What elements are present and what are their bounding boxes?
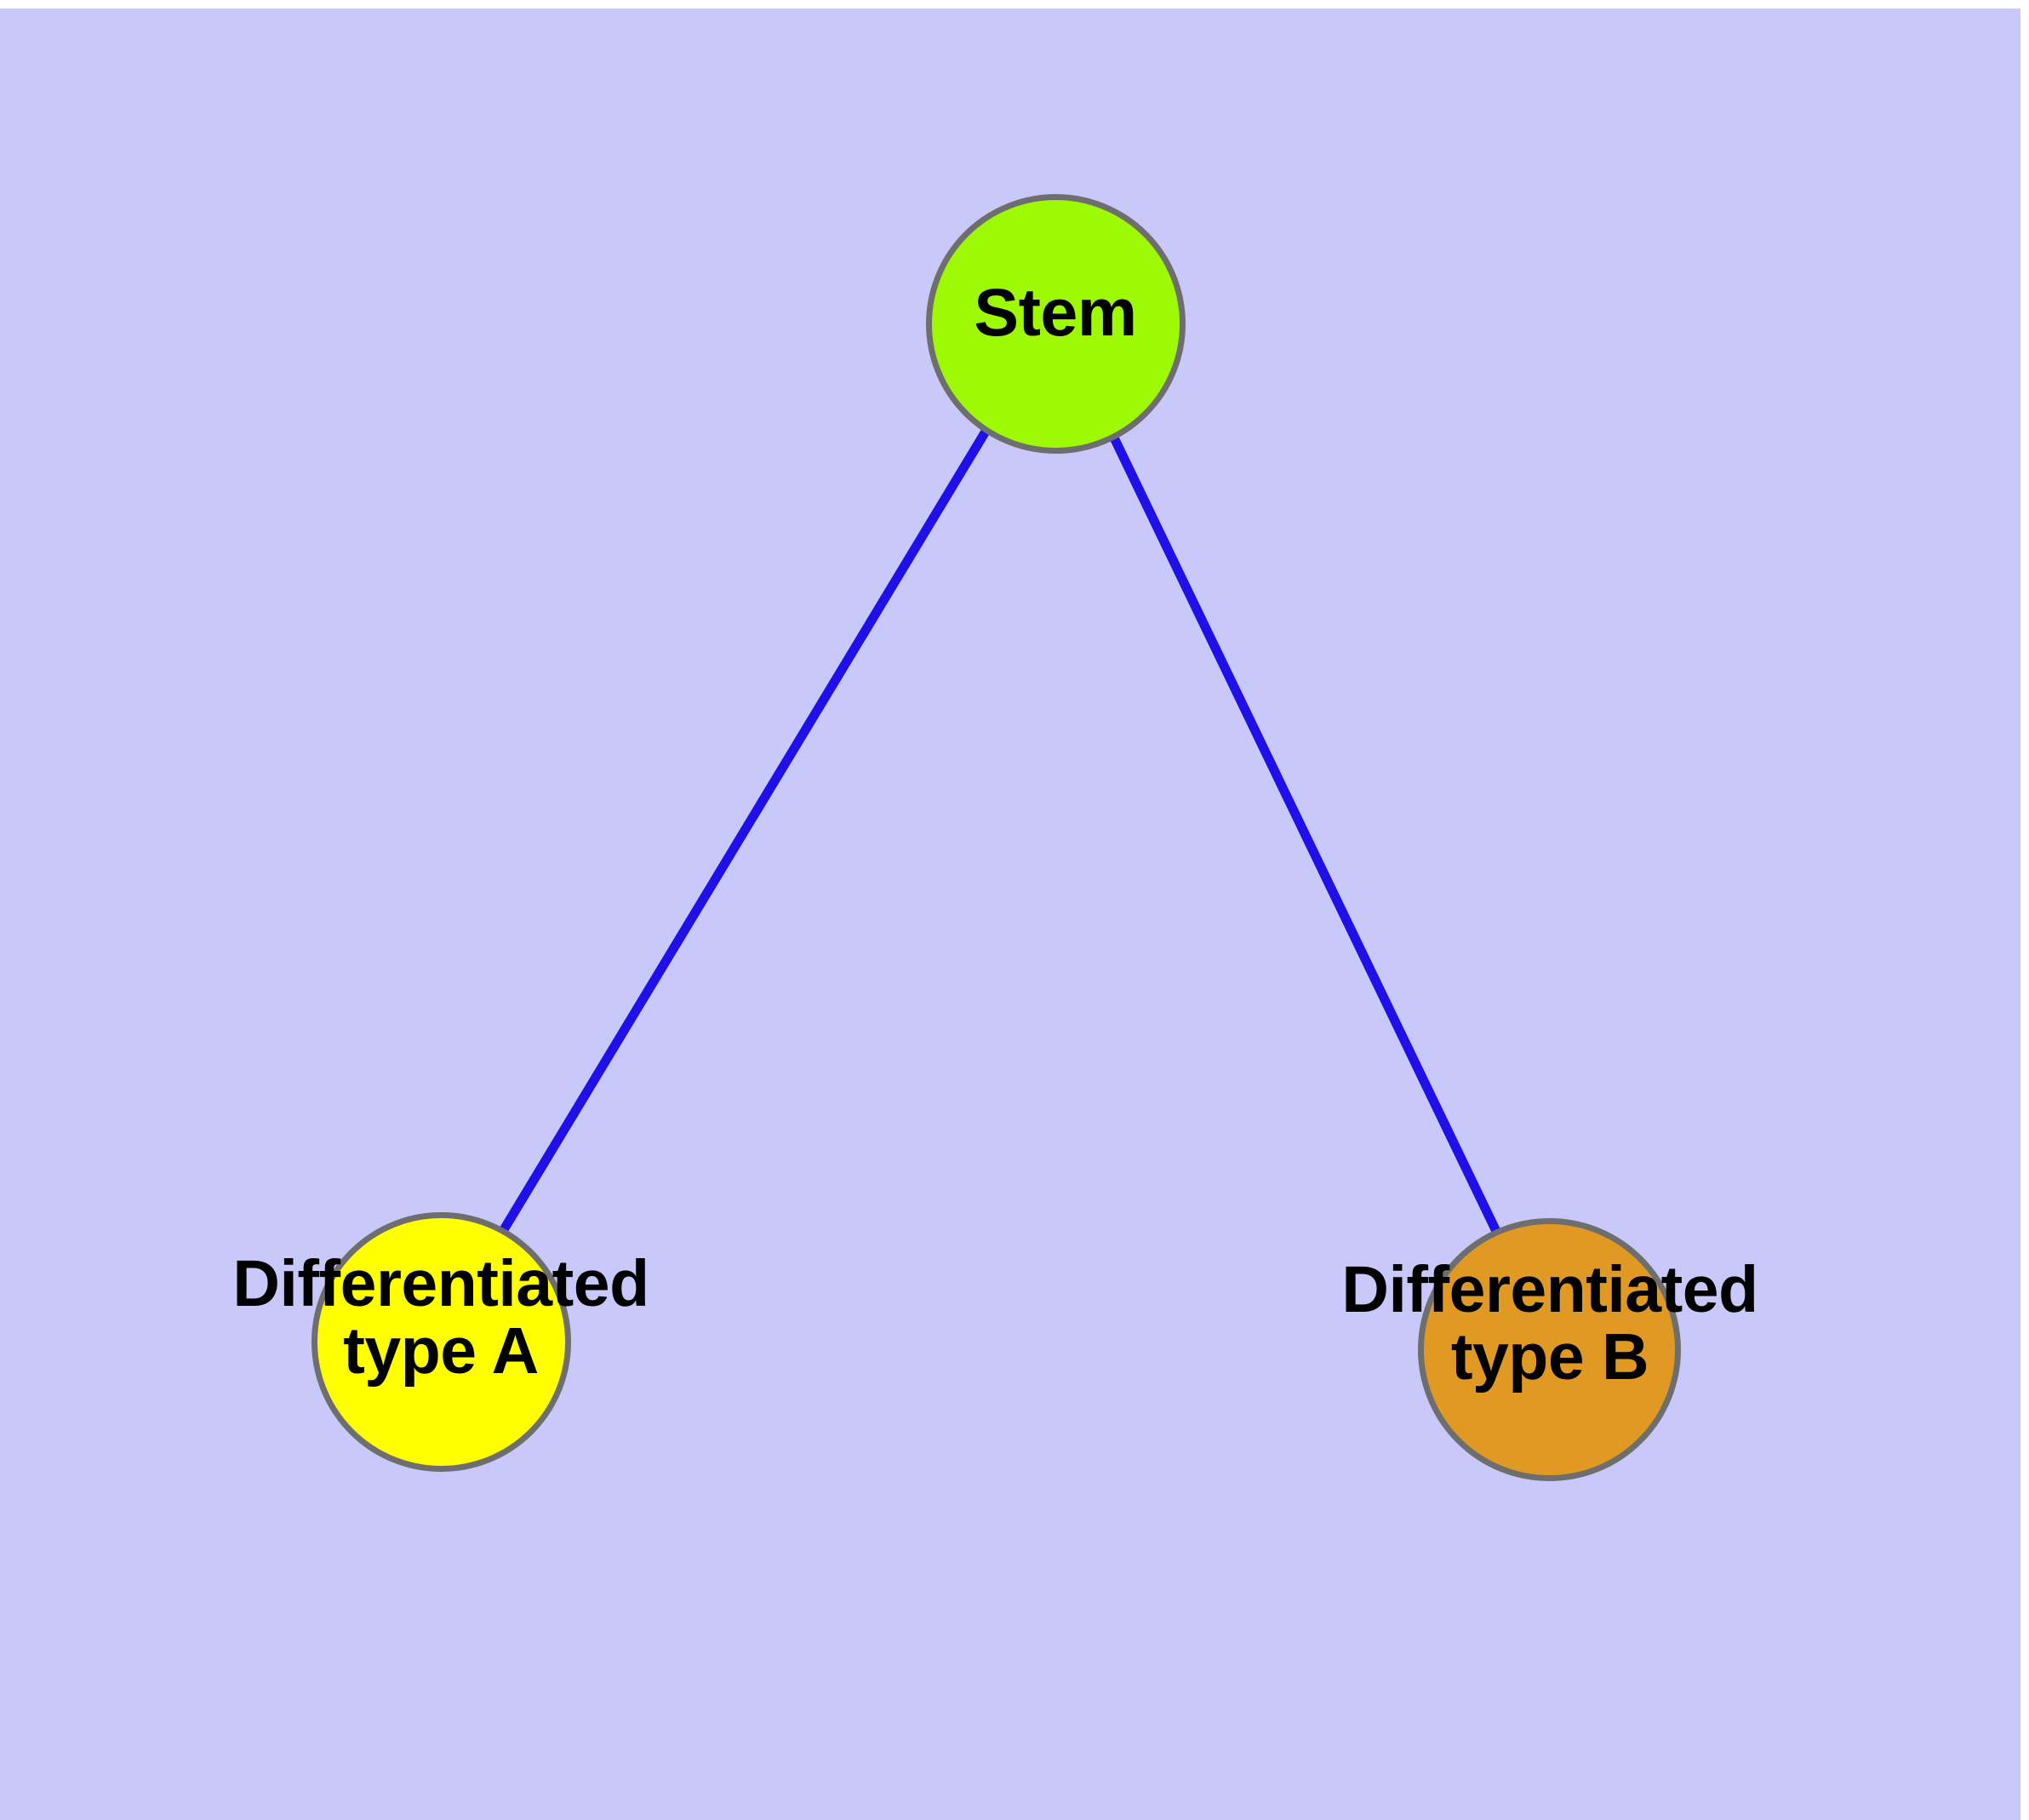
- node-differentiated-type-b-label-line-2: type B: [1450, 1320, 1649, 1394]
- node-differentiated-type-b-label-line-1: Differentiated: [1341, 1253, 1758, 1326]
- node-differentiated-type-a-label-line-1: Differentiated: [232, 1247, 649, 1320]
- node-differentiated-type-a-label-line-2: type A: [343, 1314, 539, 1388]
- node-stem-label: Stem: [974, 274, 1137, 350]
